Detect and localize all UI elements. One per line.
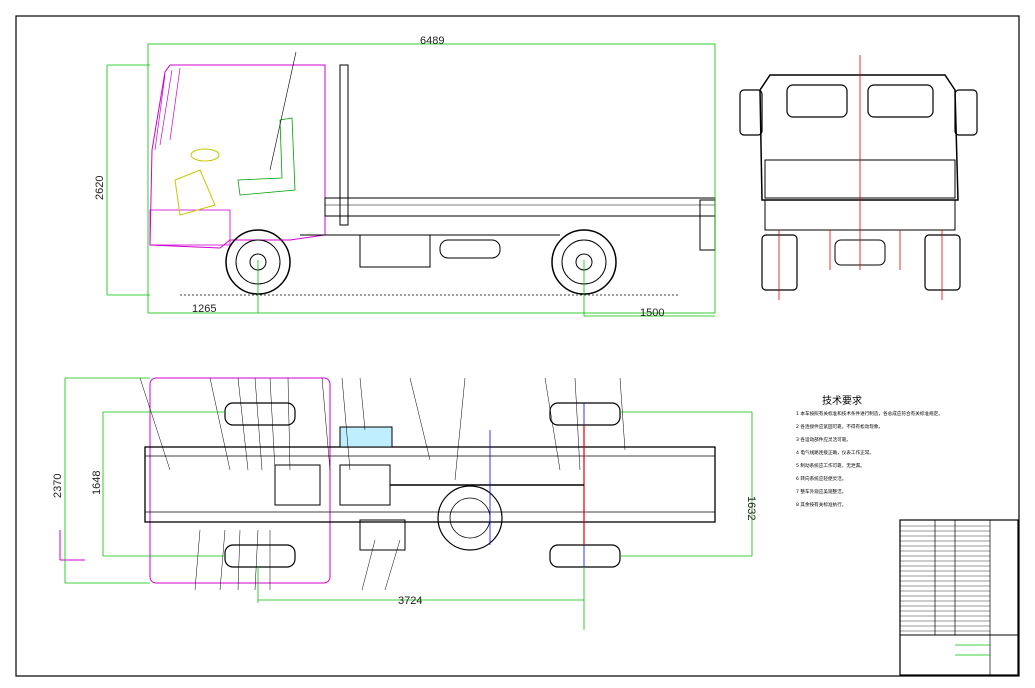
top-view: 2370 1648 1632 3724 — [52, 377, 757, 630]
chassis-frame — [144, 446, 716, 523]
dim-overall-width: 2370 — [52, 474, 64, 498]
technical-requirements: 技术要求 1 本车按照有关标准和技术条件进行制造，各总成应符合有关标准规定。 2 … — [796, 394, 943, 508]
dim-rear-overhang: 1500 — [640, 307, 664, 319]
fuel-tank-plan — [359, 519, 406, 551]
fuel-tank — [359, 234, 431, 268]
front-right-wheel-plan — [224, 544, 296, 568]
title-block — [899, 519, 1019, 676]
cab-plan — [149, 377, 331, 584]
steering-wheel — [190, 148, 220, 162]
rear-right-wheel-plan — [549, 544, 621, 568]
windshield-left — [786, 84, 848, 118]
driver-seat — [237, 117, 296, 196]
battery-box — [439, 239, 501, 259]
tech-note-2: 2 各连接件应紧固可靠，不得有松动现象。 — [796, 423, 883, 430]
dim-front-overhang: 1265 — [192, 303, 216, 315]
dim-front-track: 1648 — [91, 471, 103, 495]
cab-windshield-lines — [154, 67, 181, 151]
dim-overall-length: 6489 — [420, 35, 444, 47]
drawing-frame — [15, 15, 1020, 677]
overall-dimension-box — [147, 43, 716, 314]
mirror-left — [739, 89, 763, 136]
windshield-right — [867, 84, 934, 118]
rear-tailgate — [699, 199, 716, 251]
cargo-bed-floor — [324, 197, 716, 217]
mirror-right — [954, 89, 978, 136]
front-left-wheel-plan — [224, 402, 296, 426]
front-view — [739, 55, 978, 300]
engine — [274, 464, 321, 506]
cab-front — [759, 74, 959, 201]
tech-note-5: 5 制动系统应工作可靠，无泄漏。 — [796, 462, 865, 469]
dim-wheelbase: 3724 — [398, 595, 422, 607]
spare-tire — [437, 485, 503, 551]
side-view: 6489 2620 1265 1500 — [94, 35, 716, 319]
steering-column — [174, 169, 216, 216]
tech-note-3: 3 各运动部件应灵活可靠。 — [796, 436, 851, 443]
tech-note-4: 4 电气线路连接正确，仪表工作正常。 — [796, 449, 874, 456]
rear-left-wheel-plan — [549, 402, 621, 426]
cab-bumper — [149, 209, 231, 246]
front-right-tire — [924, 234, 961, 291]
tech-note-6: 6 转向系统应轻便灵活。 — [796, 475, 846, 482]
dim-overall-height: 2620 — [94, 176, 106, 200]
front-left-tire — [761, 234, 798, 291]
gearbox — [339, 464, 391, 506]
headboard-post — [339, 64, 349, 226]
tech-note-1: 1 本车按照有关标准和技术条件进行制造，各总成应符合有关标准规定。 — [796, 410, 943, 417]
cab-outline — [149, 64, 326, 249]
tech-note-8: 8 其余按有关标准执行。 — [796, 501, 846, 508]
tech-note-7: 7 整车外观应美观整洁。 — [796, 488, 846, 495]
dim-rear-track: 1632 — [745, 496, 757, 520]
battery-plan — [339, 426, 393, 448]
tech-title: 技术要求 — [822, 394, 862, 407]
